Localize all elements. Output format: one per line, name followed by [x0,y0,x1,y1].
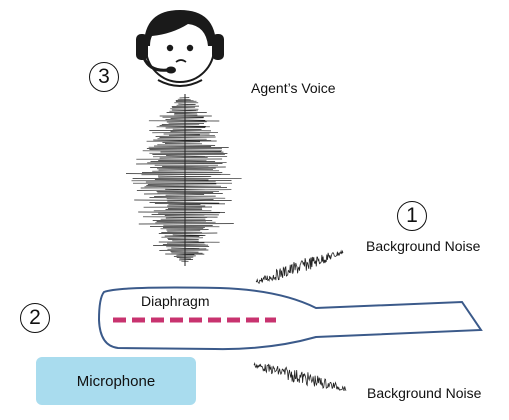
marker-agents-voice: 3 [89,62,119,92]
noise-waveform-icon [255,249,344,284]
background-noise-label-bottom: Background Noise [367,385,482,401]
microphone-label: Microphone [76,372,156,390]
headset-agent-icon [136,10,224,87]
marker-diaphragm: 2 [20,303,50,333]
marker-background-noise: 1 [397,201,427,231]
microphone-box: Microphone [36,357,196,405]
diaphragm-label: Diaphragm [141,293,210,309]
agents-voice-label: Agent’s Voice [251,80,336,96]
sound-waveform-icon [125,94,242,266]
microphone-body-outline [97,286,483,351]
background-noise-label-top: Background Noise [366,238,481,254]
noise-waveform-icon [253,361,347,391]
